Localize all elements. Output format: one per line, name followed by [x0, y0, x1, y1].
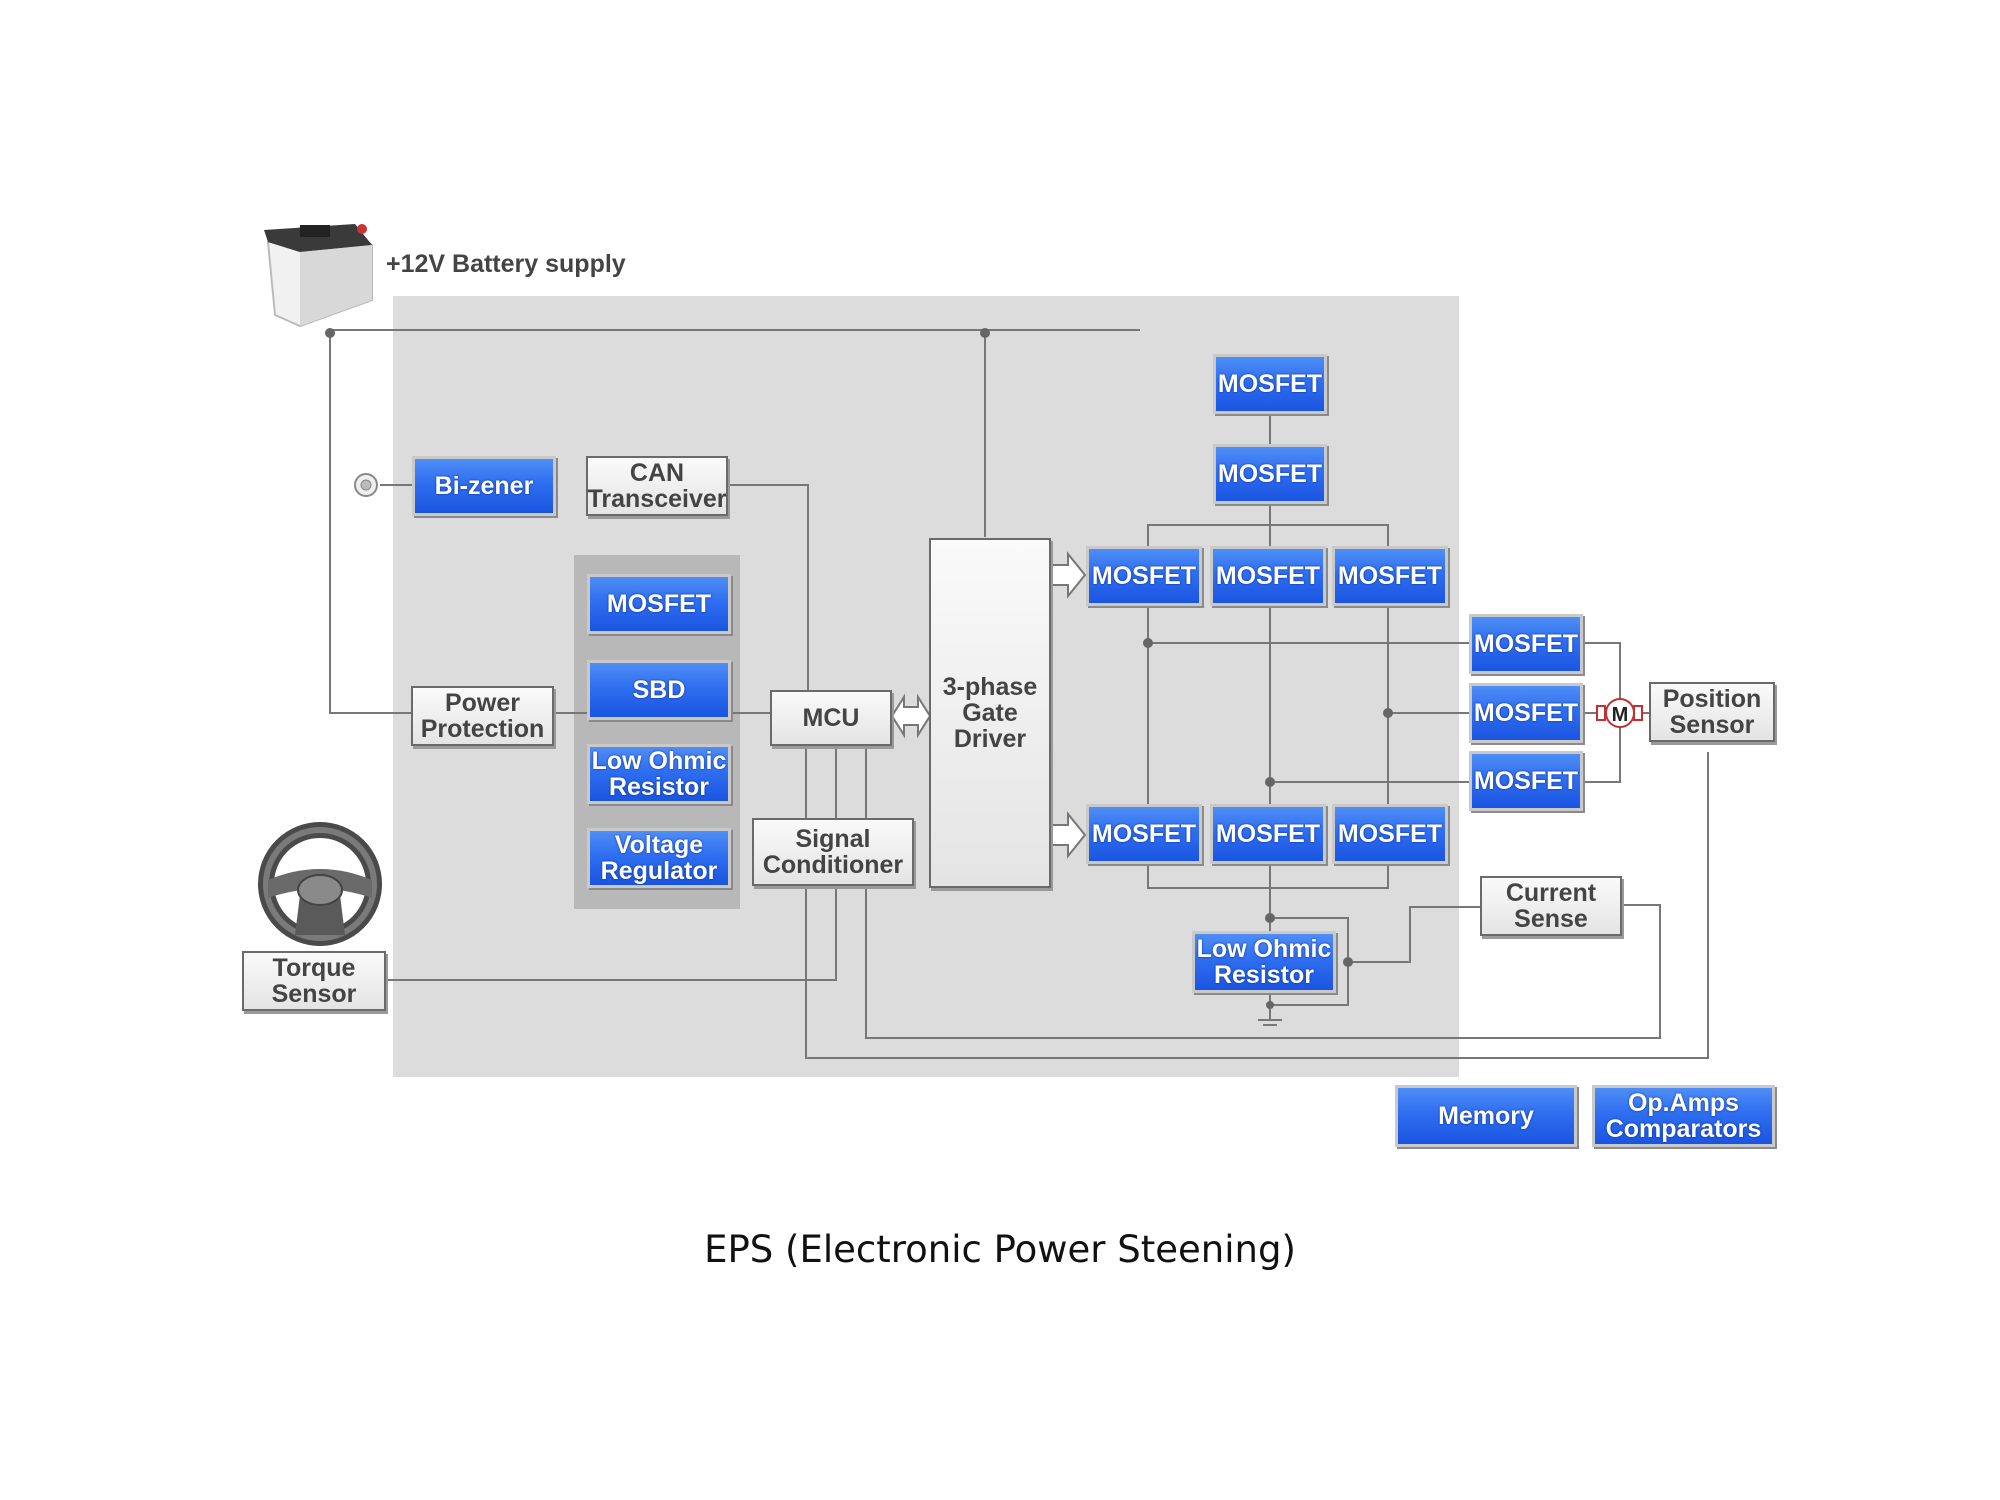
- bridge-low-mosfet-2: MOSFET: [1210, 804, 1326, 864]
- supply-mosfet-2: MOSFET: [1213, 444, 1327, 504]
- group-voltage-regulator: Voltage Regulator: [587, 828, 731, 888]
- torque-sensor-block: Torque Sensor: [242, 951, 386, 1011]
- phase-mosfet-2: MOSFET: [1469, 683, 1583, 743]
- diagram-caption: EPS (Electronic Power Steening): [704, 1228, 1296, 1271]
- group-low-ohmic-resistor: Low Ohmic Resistor: [587, 744, 731, 804]
- power-protection-block: Power Protection: [411, 686, 554, 746]
- arrow-right-icon: [1051, 551, 1087, 599]
- group-mosfet: MOSFET: [587, 574, 731, 634]
- connector-icon: [354, 473, 378, 497]
- can-transceiver-block: CAN Transceiver: [586, 456, 728, 516]
- opamps-comparators-block: Op.Amps Comparators: [1592, 1085, 1775, 1147]
- motor-icon: M: [1596, 698, 1643, 728]
- arrow-right-icon: [1051, 811, 1087, 859]
- phase-mosfet-1: MOSFET: [1469, 614, 1583, 674]
- signal-conditioner-block: Signal Conditioner: [752, 818, 914, 886]
- bridge-high-mosfet-3: MOSFET: [1332, 546, 1448, 606]
- current-sense-block: Current Sense: [1480, 876, 1622, 936]
- supply-mosfet-1: MOSFET: [1213, 354, 1327, 414]
- mcu-block: MCU: [770, 690, 892, 746]
- battery-supply-label: +12V Battery supply: [386, 250, 626, 278]
- battery-icon: [264, 224, 373, 328]
- phase-mosfet-3: MOSFET: [1469, 751, 1583, 811]
- steering-wheel-icon: [258, 822, 382, 946]
- group-sbd: SBD: [587, 660, 731, 720]
- shunt-resistor-block: Low Ohmic Resistor: [1192, 931, 1336, 993]
- ground-icon: [1258, 1019, 1282, 1026]
- memory-block: Memory: [1395, 1085, 1577, 1147]
- bridge-high-mosfet-2: MOSFET: [1210, 546, 1326, 606]
- bridge-low-mosfet-1: MOSFET: [1086, 804, 1202, 864]
- position-sensor-block: Position Sensor: [1649, 682, 1775, 742]
- svg-text:M: M: [1612, 704, 1629, 726]
- bi-zener-block: Bi-zener: [412, 456, 556, 516]
- bridge-high-mosfet-1: MOSFET: [1086, 546, 1202, 606]
- gate-driver-block: 3-phase Gate Driver: [929, 538, 1051, 888]
- bridge-low-mosfet-3: MOSFET: [1332, 804, 1448, 864]
